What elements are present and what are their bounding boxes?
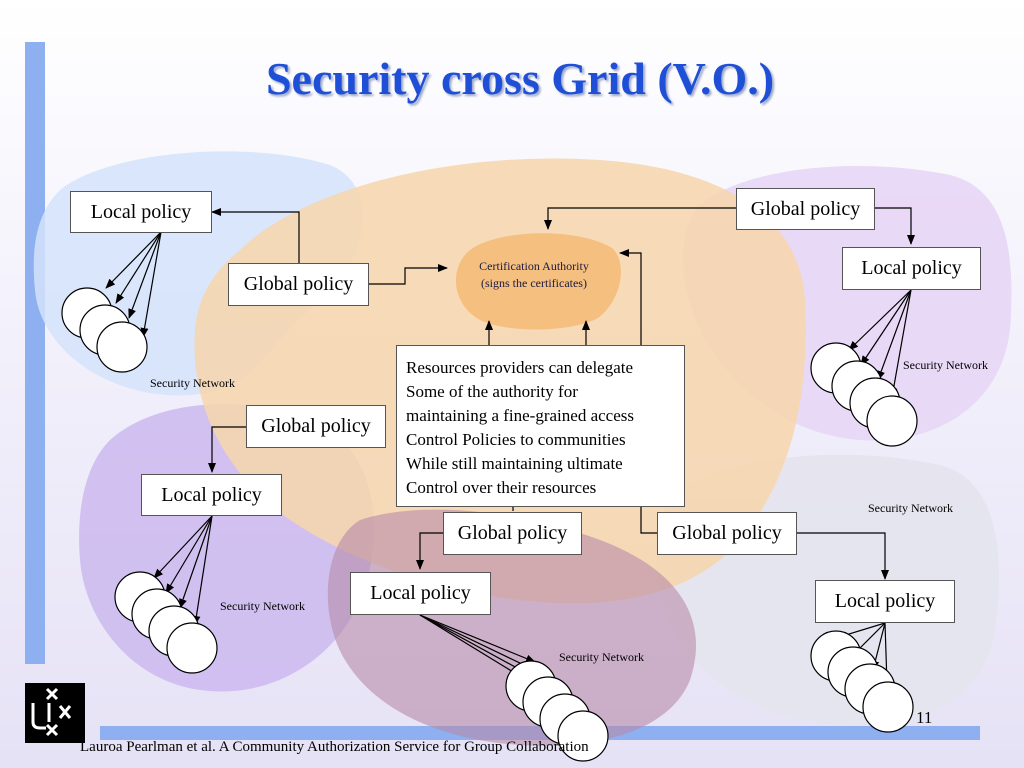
security-network-label-mid-right: Security Network — [868, 501, 953, 515]
connector-ml-global-local — [208, 426, 246, 473]
node-group-bottom-center — [505, 660, 609, 762]
note-line: Resources providers can delegate — [406, 358, 634, 377]
connector-br-global-local — [797, 532, 889, 580]
connector-br-note — [640, 510, 657, 534]
university-logo-glyph — [31, 687, 72, 737]
note-line: maintaining a fine-grained access — [406, 406, 634, 425]
node-group-bottom-right — [810, 630, 914, 733]
delegation-note: Resources providers can delegate Some of… — [396, 345, 685, 507]
global-policy-bottom-right: Global policy — [657, 512, 797, 555]
resource-node — [96, 321, 148, 373]
local-policy-bottom-right: Local policy — [815, 580, 955, 623]
slide-title: Security cross Grid (V.O.) — [265, 53, 775, 104]
security-network-label-bottom-center: Security Network — [559, 650, 644, 664]
fan-bc-1 — [419, 614, 536, 663]
local-policy-bottom-center: Local policy — [350, 572, 491, 615]
security-network-label-top-right: Security Network — [903, 358, 988, 372]
node-group-mid-left — [114, 571, 218, 674]
fan-tr-3 — [877, 289, 912, 381]
fan-tl-2 — [115, 231, 162, 304]
fan-tr-2 — [860, 289, 912, 366]
global-policy-top-right: Global policy — [736, 188, 875, 230]
global-policy-mid-left: Global policy — [246, 405, 386, 448]
resource-node — [166, 622, 218, 674]
fan-ml-1 — [153, 515, 213, 579]
fan-tl-1 — [105, 231, 162, 289]
page-number: 11 — [916, 708, 933, 727]
fan-ml-4 — [192, 515, 213, 626]
fan-tr-4 — [889, 289, 912, 398]
global-policy-bottom-center: Global policy — [443, 512, 582, 555]
security-network-label-top-left: Security Network — [150, 376, 235, 390]
local-policy-top-left: Local policy — [70, 191, 212, 233]
ca-blob — [455, 233, 621, 330]
note-line: While still maintaining ultimate — [406, 454, 623, 473]
connector-bc-global-local — [416, 532, 443, 570]
left-accent-bar — [25, 42, 45, 664]
note-line: Control Policies to communities — [406, 430, 626, 449]
fan-ml-3 — [179, 515, 213, 609]
connector-tl-global-local — [211, 208, 300, 263]
node-group-top-right — [810, 342, 918, 447]
local-policy-mid-left: Local policy — [141, 474, 282, 516]
fan-tl-3 — [128, 231, 162, 319]
resource-node — [557, 710, 609, 762]
security-network-label-bottom-left: Security Network — [220, 599, 305, 613]
resource-node — [866, 395, 918, 447]
global-policy-top-left: Global policy — [228, 263, 369, 306]
connector-tl-global-ca — [369, 264, 448, 285]
note-line: Control over their resources — [406, 478, 597, 497]
footer-citation: Lauroa Pearlman et al. A Community Autho… — [80, 739, 589, 755]
fan-tl-4 — [140, 231, 162, 338]
certification-authority-label: Certification Authority (signs the certi… — [450, 258, 618, 292]
connector-tr-global-local — [875, 207, 915, 245]
fan-ml-2 — [165, 515, 213, 594]
node-group-top-left — [61, 287, 148, 373]
local-policy-top-right: Local policy — [842, 247, 981, 290]
resource-node — [862, 681, 914, 733]
ca-line-1: Certification Authority — [479, 259, 589, 273]
connector-tr-global-ca — [544, 207, 736, 230]
ca-line-2: (signs the certificates) — [481, 276, 587, 290]
fan-tr-1 — [848, 289, 912, 351]
note-line: Some of the authority for — [406, 382, 578, 401]
